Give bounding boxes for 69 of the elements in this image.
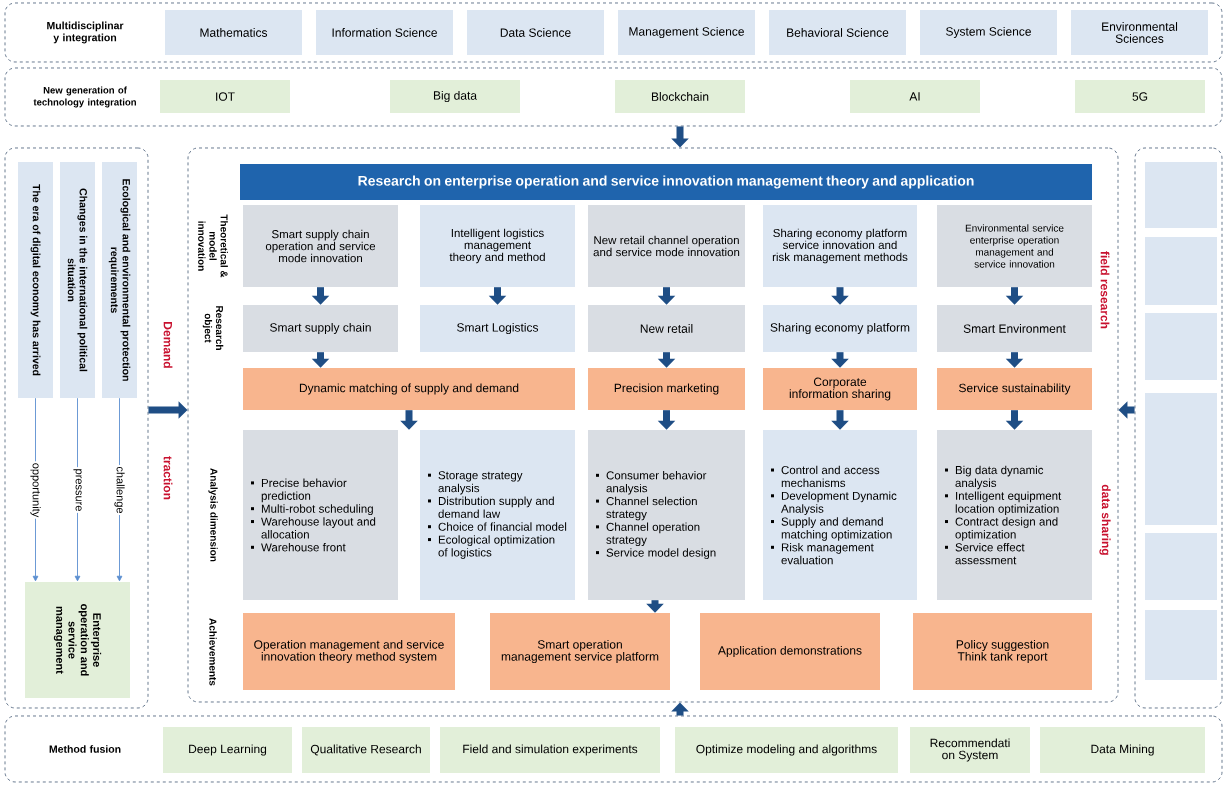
achievement-box: Policy suggestion Think tank report <box>913 613 1092 690</box>
edge-label: challenge <box>112 464 127 516</box>
achievement-box: Application demonstrations <box>700 613 880 690</box>
goal-box: Enterprise operation and service management <box>25 582 130 698</box>
research-object-box: New retail <box>588 305 745 352</box>
research-object-box: Smart supply chain <box>243 305 398 352</box>
side-label: data sharing <box>1099 484 1111 555</box>
bullet-list-box: Storage strategy analysis Distribution supply and demand law Choice of financial model Ecological optimization of logistics <box>420 430 575 600</box>
method-box: Field and simulation experiments <box>440 727 660 773</box>
row-label: Analysis dimension <box>208 468 218 562</box>
driver-box: The era of digital economy has arrived <box>18 162 53 398</box>
band-heading: Multidisciplinar y integration <box>47 21 124 44</box>
bullet-list-box: Big data dynamic analysis Intelligent equipment location optimization Contract design and optimization Service effect assessment <box>937 430 1092 600</box>
technology-box: 5G <box>1075 80 1205 113</box>
discipline-box: Environmental Sciences <box>1071 10 1208 55</box>
focus-box: Precision marketing <box>588 368 745 410</box>
research-topic-box: Intelligent logistics management theory and method <box>420 205 575 287</box>
technology-box: IOT <box>160 80 290 113</box>
method-box: Deep Learning <box>163 727 292 773</box>
band-heading: New generation of technology integration <box>33 86 136 108</box>
edge-label: opportunity <box>28 461 43 519</box>
research-object-box: Smart Environment <box>937 305 1092 352</box>
achievement-box: Smart operation management service platform <box>490 613 670 690</box>
method-box: Recommendati on System <box>910 727 1030 773</box>
bullet-list-box: Consumer behavior analysis Channel selection strategy Channel operation strategy Service model design <box>588 430 745 600</box>
discipline-box: Behavioral Science <box>769 10 906 55</box>
method-box: Data Mining <box>1040 727 1205 773</box>
side-label: Demand <box>163 322 173 368</box>
partner-box <box>1145 610 1217 680</box>
focus-box: Corporate information sharing <box>763 368 917 410</box>
edge-label: pressure <box>71 467 84 513</box>
dashed-panel <box>4 147 149 709</box>
method-box: Optimize modeling and algorithms <box>675 727 898 773</box>
band-heading: Method fusion <box>49 745 121 753</box>
row-label: Theoretical & model innovation <box>198 214 228 278</box>
row-label: Achievements <box>209 618 217 686</box>
driver-box: Ecological and environmental protection requirements <box>102 162 137 398</box>
technology-box: Big data <box>390 80 520 113</box>
partner-box <box>1145 313 1217 380</box>
technology-box: Blockchain <box>615 80 745 113</box>
partner-box <box>1145 162 1217 228</box>
title-bar: Research on enterprise operation and service innovation management theory and application <box>240 164 1092 200</box>
side-label: field research <box>1100 251 1110 329</box>
discipline-box: Mathematics <box>165 10 302 55</box>
achievement-box: Operation management and service innovation theory method system <box>243 613 455 690</box>
dashed-panel <box>187 147 1119 703</box>
focus-box: Dynamic matching of supply and demand <box>243 368 575 410</box>
research-topic-box: Smart supply chain operation and service mode innovation <box>243 205 398 287</box>
discipline-box: Management Science <box>618 10 755 55</box>
partner-box <box>1145 533 1217 600</box>
discipline-box: Information Science <box>316 10 453 55</box>
driver-box: Changes in the international political situation <box>60 162 95 398</box>
method-box: Qualitative Research <box>302 727 430 773</box>
discipline-box: System Science <box>920 10 1057 55</box>
bullet-list-box: Precise behavior prediction Multi-robot scheduling Warehouse layout and allocation Warehouse front <box>243 430 398 600</box>
partner-box <box>1145 393 1217 525</box>
bullet-list-box: Control and access mechanisms Development Dynamic Analysis Supply and demand matching optimization Risk management evaluation <box>763 430 917 600</box>
partner-box <box>1145 237 1217 305</box>
research-object-box: Sharing economy platform <box>763 305 917 352</box>
research-topic-box: Environmental service enterprise operation management and service innovation <box>937 205 1092 287</box>
research-topic-box: New retail channel operation and service mode innovation <box>588 205 745 287</box>
focus-box: Service sustainability <box>937 368 1092 410</box>
research-object-box: Smart Logistics <box>420 305 575 352</box>
row-label: Research object <box>202 306 224 350</box>
side-label: traction <box>163 456 173 500</box>
technology-box: AI <box>850 80 980 113</box>
research-topic-box: Sharing economy platform service innovation and risk management methods <box>763 205 917 287</box>
discipline-box: Data Science <box>467 10 604 55</box>
dashed-panel <box>1134 147 1223 709</box>
